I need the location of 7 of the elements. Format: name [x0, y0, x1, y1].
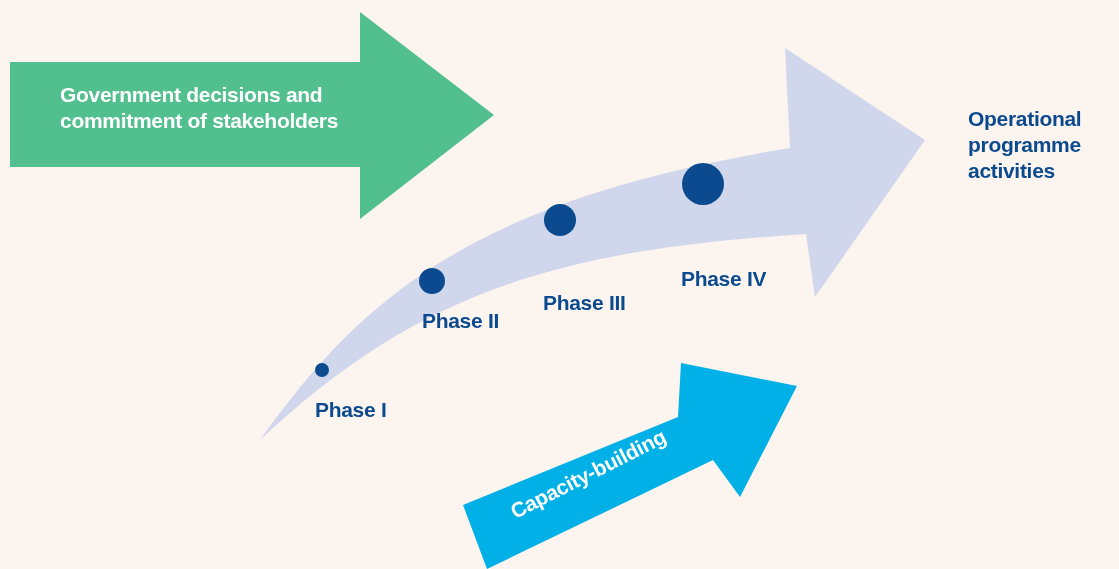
phase-label: Phase IV — [681, 266, 767, 292]
phase-dot — [315, 363, 329, 377]
phase-label: Phase I — [315, 397, 387, 423]
arrow-label: Government decisions and commitment of stakeholders — [60, 82, 340, 134]
phase-label: Phase III — [543, 290, 626, 316]
outcome-label: Operational programme activities — [968, 106, 1083, 184]
phase-label: Phase II — [422, 308, 499, 334]
